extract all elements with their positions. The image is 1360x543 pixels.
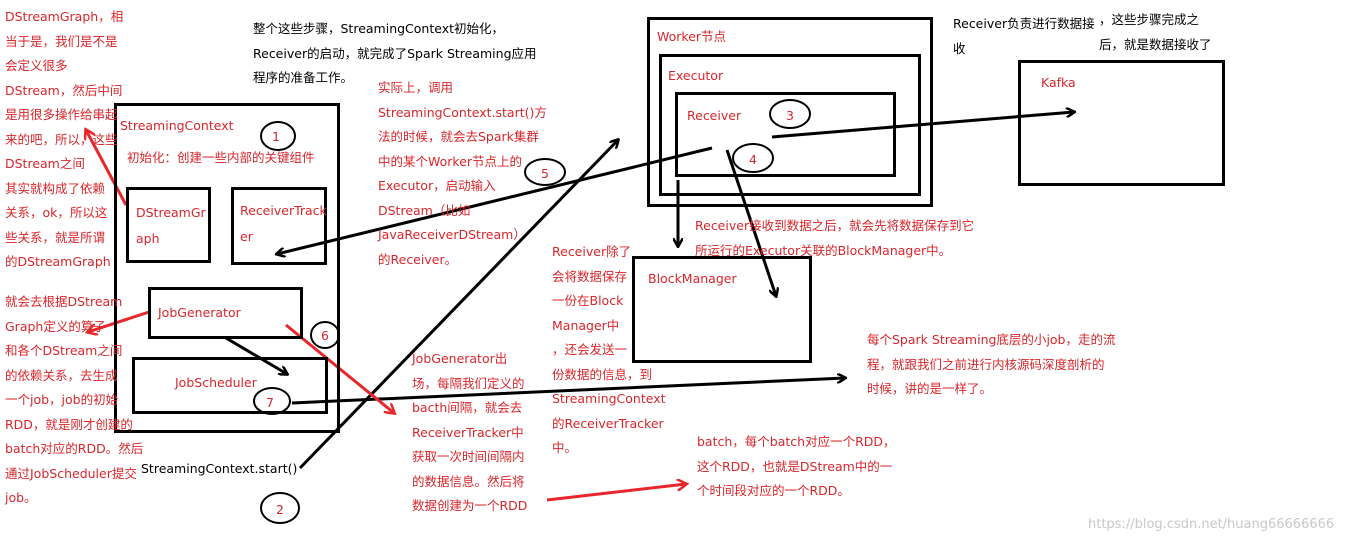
step-7-label: 7 — [266, 395, 274, 410]
dstreamgraph-note: DStreamGraph，相 当于是，我们是不是 会定义很多 DStream，然… — [5, 9, 124, 269]
arrow-jobgen-to-interval-note — [285, 323, 394, 413]
receiver-copy-note: Receiver除了 会将数据保存 一份在Block Manager中 ，还会发… — [552, 244, 666, 455]
start-note: 实际上，调用 StreamingContext.start()方 法的时候，就会… — [378, 80, 547, 267]
dstream-graph-box — [126, 187, 211, 263]
dstream-graph-label: DStreamGr aph — [136, 205, 206, 246]
worker-box — [647, 17, 933, 207]
job-generator-label: JobGenerator — [158, 305, 241, 320]
kafka-label: Kafka — [1041, 75, 1076, 90]
step-5-circle — [524, 158, 566, 186]
step-3-label: 3 — [786, 108, 794, 123]
step-5-label: 5 — [541, 166, 549, 181]
kafka-box — [1018, 60, 1225, 186]
prep-note: 整个这些步骤，StreamingContext初始化， Receiver的启动，… — [253, 21, 537, 85]
block-manager-label: BlockManager — [648, 271, 737, 286]
step-2-circle — [260, 492, 300, 524]
arrow-dstreamgraph-to-note — [86, 130, 128, 206]
receiver-box — [675, 92, 896, 177]
job-generator-box — [148, 287, 303, 339]
start-call-label: StreamingContext.start() — [141, 461, 298, 476]
watermark: https://blog.csdn.net/huang66666666 — [1088, 517, 1335, 532]
arrow-jobgen-to-scheduler — [225, 336, 287, 374]
receiver-label: Receiver — [687, 108, 742, 123]
arrow-receiver-to-kafka — [771, 112, 1074, 139]
init-label: 初始化：创建一些内部的关键组件 — [127, 150, 315, 165]
block-manager-box — [632, 256, 812, 363]
step-1-label: 1 — [272, 129, 280, 144]
spark-job-note: 每个Spark Streaming底层的小job，走的流 程，就跟我们之前进行内… — [867, 332, 1116, 396]
streaming-context-label: StreamingContext — [120, 118, 234, 133]
step-2-label: 2 — [276, 502, 284, 517]
done-note: ，这些步骤完成之 后，就是数据接收了 — [1099, 12, 1212, 52]
receiver-tracker-label: ReceiverTrack er — [240, 203, 327, 244]
batch-note: batch，每个batch对应一个RDD， 这个RDD，也就是DStream中的… — [697, 434, 896, 498]
jobgen-note: 就会去根据DStream Graph定义的算子 和各个DStream之间 的依赖… — [5, 294, 144, 505]
step-4-label: 4 — [749, 152, 757, 167]
jobgen-interval-note: JobGenerator出 场，每隔我们定义的 bacth间隔，就会去 Rece… — [412, 351, 528, 513]
receiver-recv-note: Receiver负责进行数据接 收 — [953, 16, 1095, 56]
arrow-rdd-to-batch-note — [546, 484, 686, 502]
streaming-context-box — [114, 103, 340, 433]
worker-label: Worker节点 — [657, 29, 727, 44]
arrow-start-to-worker — [298, 140, 618, 470]
step-6-label: 6 — [321, 328, 329, 343]
step-1-circle — [260, 121, 296, 151]
job-scheduler-box — [132, 357, 328, 414]
receiver-save-note: Receiver接收到数据之后，就会先将数据保存到它 所运行的Executor关… — [695, 218, 975, 258]
step-4-circle — [732, 143, 774, 173]
executor-label: Executor — [668, 68, 724, 83]
executor-box — [659, 54, 921, 196]
job-scheduler-label: JobScheduler — [175, 375, 257, 390]
arrow-receiver-to-tracker — [277, 146, 713, 254]
step-7-circle — [253, 387, 291, 415]
receiver-tracker-box — [231, 187, 327, 265]
arrow-scheduler-to-sparkjob — [291, 378, 845, 405]
arrow-jobgen-to-note — [88, 310, 150, 332]
step-3-circle — [769, 99, 811, 129]
